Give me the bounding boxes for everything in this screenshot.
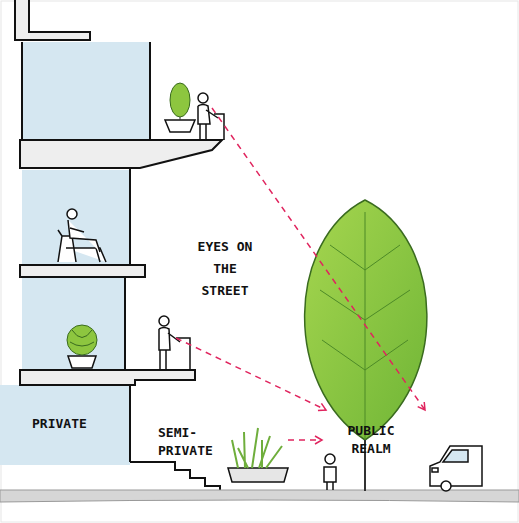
rear-wall (21, 42, 23, 140)
balcony-slab (20, 140, 222, 168)
glass-second-floor (22, 170, 130, 265)
facade-top (149, 42, 151, 140)
person-head (198, 93, 208, 103)
entry-steps (130, 462, 220, 492)
plant-pot (68, 356, 96, 368)
car (430, 446, 482, 491)
plant-lines (70, 330, 94, 346)
grass (232, 428, 282, 468)
tree-canopy (305, 200, 427, 440)
glass-third-floor (22, 278, 125, 370)
person-body (324, 467, 336, 490)
glass-ground-floor (0, 385, 130, 465)
person-body (68, 220, 100, 252)
plant-stem (180, 117, 181, 120)
person-reclining (58, 209, 106, 262)
person-balcony (159, 316, 180, 370)
person-body (159, 328, 180, 371)
roof-parapet (15, 0, 90, 40)
person-street (324, 454, 336, 490)
facade-third (124, 277, 126, 370)
car-wheel (441, 481, 451, 491)
sightline-arrow (212, 108, 425, 410)
person-head (67, 209, 77, 219)
sightline-arrow (288, 439, 322, 441)
person-balcony (198, 93, 218, 140)
plant (170, 83, 190, 117)
person-body (198, 105, 218, 141)
concept-label: EYES ON THE STREET (186, 236, 264, 302)
facade-ground (129, 385, 131, 462)
ground-line (0, 490, 519, 502)
floor-slab (20, 265, 145, 277)
plant (67, 325, 97, 355)
person-head (325, 454, 335, 464)
plant-pot (165, 120, 195, 132)
sightline-arrow (176, 338, 326, 410)
zone-label: PUBLIC REALM (336, 422, 406, 458)
railing (176, 338, 190, 370)
planter-box (228, 468, 288, 482)
zone-label: SEMI-PRIVATE (158, 424, 222, 460)
glass-top-floor (22, 42, 150, 140)
car-window (443, 450, 468, 462)
car-body (430, 446, 482, 486)
car-light (432, 468, 438, 472)
person-head (159, 316, 169, 326)
zone-label: PRIVATE (32, 415, 112, 433)
facade-second (129, 168, 131, 265)
balcony-slab (20, 370, 195, 385)
